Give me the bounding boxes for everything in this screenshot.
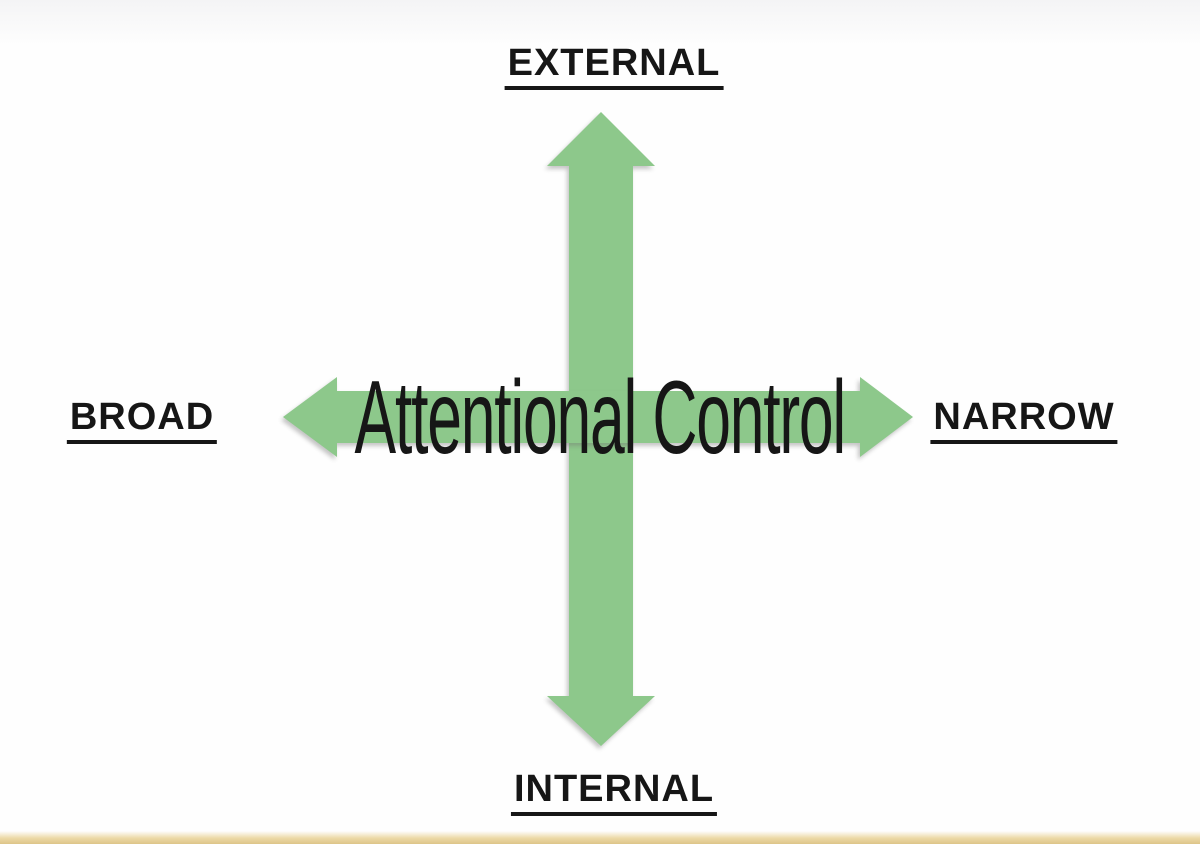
- axis-label-internal: INTERNAL: [510, 770, 718, 816]
- axis-label-broad: BROAD: [66, 398, 218, 444]
- horizontal-double-arrow: [283, 377, 913, 457]
- axis-label-external: EXTERNAL: [504, 44, 724, 90]
- axis-label-narrow: NARROW: [930, 398, 1118, 444]
